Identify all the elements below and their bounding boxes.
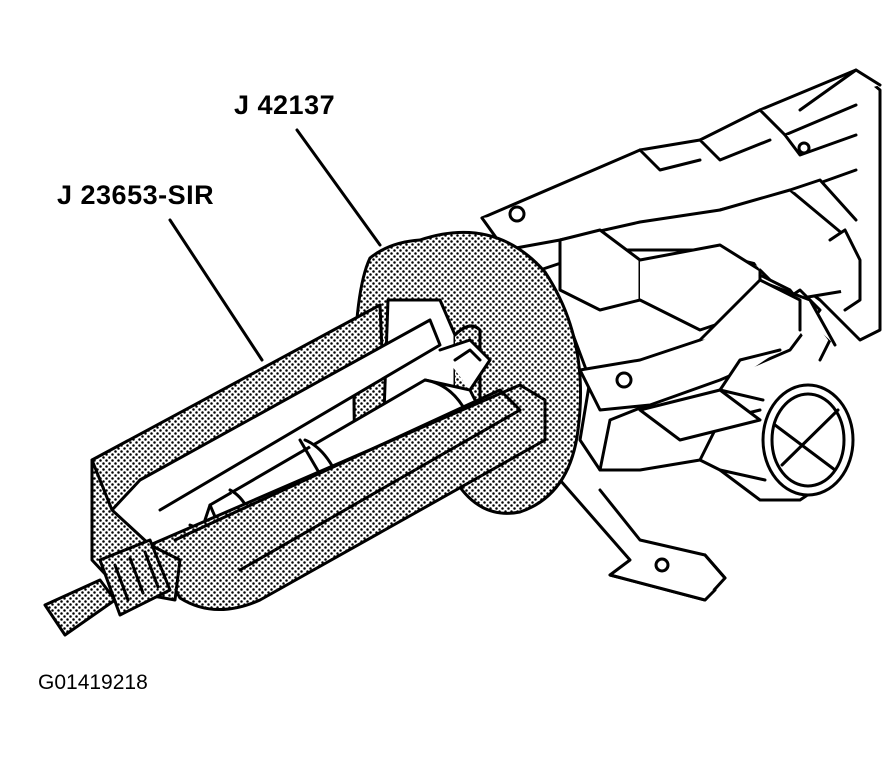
callout-leader-lines — [168, 128, 382, 362]
j23653-sir-puller-yoke — [43, 303, 547, 637]
figure-id: G01419218 — [38, 671, 148, 694]
label-j42137: J 42137 — [234, 90, 336, 120]
steering-column-housing — [480, 68, 882, 602]
leader-line-j23653 — [168, 218, 264, 362]
leader-line-j42137 — [295, 128, 382, 247]
label-j23653-sir: J 23653-SIR — [57, 180, 215, 210]
